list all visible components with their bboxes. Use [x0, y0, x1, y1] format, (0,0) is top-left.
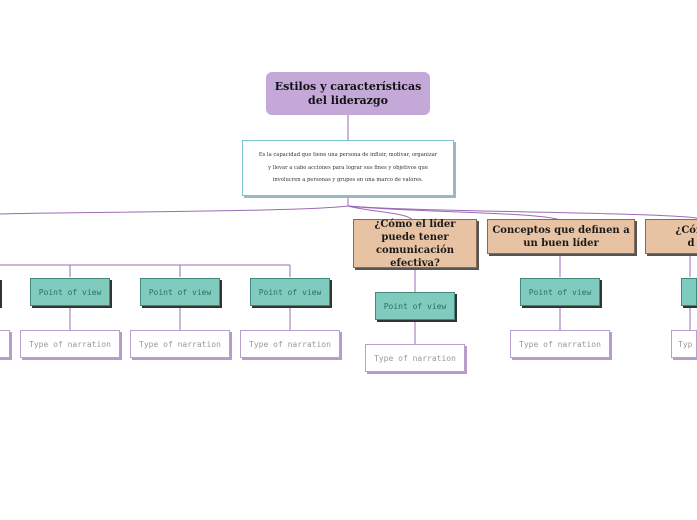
type-of-narration-partial[interactable]: Typ [671, 330, 697, 358]
point-of-view-node[interactable]: Point of view [30, 278, 110, 306]
point-of-view-label: Point of view [528, 287, 592, 297]
point-of-view-label: Point of view [258, 287, 322, 297]
point-of-view-node[interactable]: Point of view [520, 278, 600, 306]
point-of-view-label: Point of view [383, 301, 447, 311]
description-node[interactable]: Es la capacidad que tiene una persona de… [242, 140, 454, 196]
point-of-view-label: Point of view [38, 287, 102, 297]
point-of-view-node[interactable]: Point of view [250, 278, 330, 306]
topic-partial[interactable]: ¿Cóm d [645, 219, 697, 254]
topic-communication[interactable]: ¿Cómo el líder puede tener comunicación … [353, 218, 477, 269]
type-of-narration-label: Type of narration [374, 353, 456, 363]
type-of-narration-node[interactable]: Type of narration [510, 330, 610, 358]
type-of-narration-node[interactable]: Type of narration [20, 330, 120, 358]
type-of-narration-node[interactable]: Type of narration [240, 330, 340, 358]
type-of-narration-node[interactable]: Type of narration [130, 330, 230, 358]
type-of-narration-label: Type of narration [249, 339, 331, 349]
description-text: Es la capacidad que tiene una persona de… [258, 152, 438, 184]
root-node[interactable]: Estilos y características del liderazgo [266, 72, 430, 115]
type-of-narration-partial[interactable] [0, 330, 10, 358]
type-of-narration-label: Type of narration [519, 339, 601, 349]
type-of-narration-node[interactable]: Type of narration [365, 344, 465, 372]
point-of-view-node[interactable]: Point of view [140, 278, 220, 306]
topic-label: ¿Cómo el líder puede tener comunicación … [374, 218, 456, 269]
type-of-narration-label: Typ [678, 339, 693, 349]
point-of-view-label: Point of view [148, 287, 212, 297]
topic-label: ¿Cóm d [675, 224, 697, 249]
topic-label: Conceptos que definen a un buen líder [492, 224, 630, 249]
type-of-narration-label: Type of narration [139, 339, 221, 349]
topic-good-leader[interactable]: Conceptos que definen a un buen líder [487, 219, 635, 254]
point-of-view-node[interactable]: Point of view [375, 292, 455, 320]
point-of-view-partial[interactable] [681, 278, 697, 306]
type-of-narration-label: Type of narration [29, 339, 111, 349]
root-title: Estilos y características del liderazgo [274, 79, 422, 107]
